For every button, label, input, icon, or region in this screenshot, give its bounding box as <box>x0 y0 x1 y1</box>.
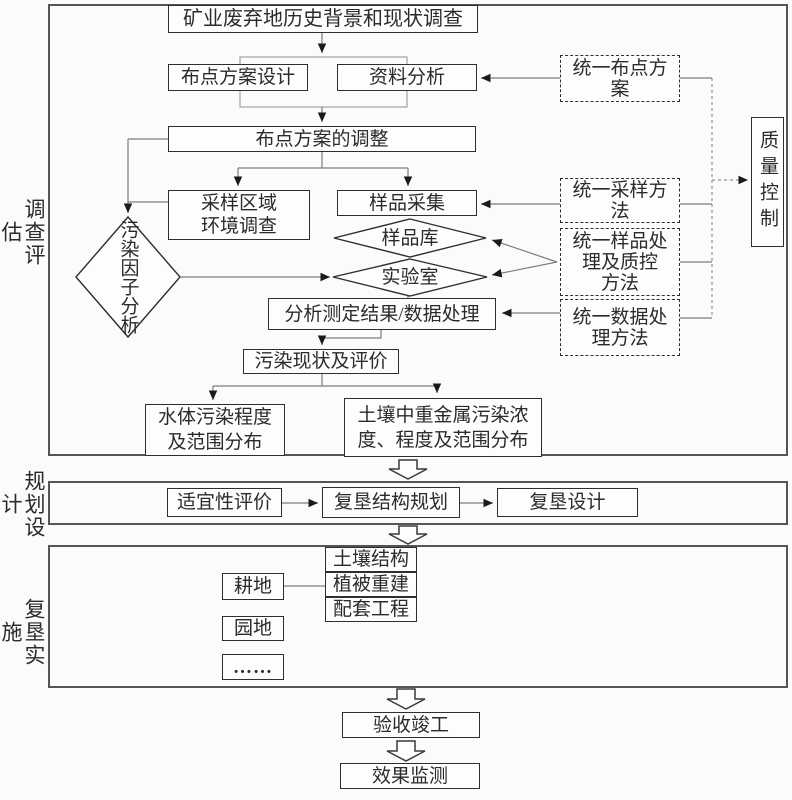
stage-arrow-2 <box>388 525 428 545</box>
node-pollution-factor-label: 污染因子分析 <box>117 220 139 334</box>
node-reclamation-structure-planning: 复垦结构规划 <box>322 487 460 518</box>
node-ellipsis: …… <box>222 654 284 680</box>
node-layout-design: 布点方案设计 <box>168 64 308 91</box>
label-survey-assessment: 调查评估 <box>0 197 46 267</box>
node-unified-sampling-method: 统一采样方 法 <box>560 178 680 223</box>
node-water-pollution: 水体污染程度 及范围分布 <box>145 404 285 456</box>
node-acceptance: 验收竣工 <box>342 712 480 738</box>
node-farmland: 耕地 <box>222 573 284 600</box>
node-unified-data-method: 统一数据处 理方法 <box>560 299 680 356</box>
laboratory-diamond <box>332 258 488 297</box>
node-reclamation-design: 复垦设计 <box>497 488 638 517</box>
node-garden: 园地 <box>222 616 284 641</box>
node-layout-adjustment: 布点方案的调整 <box>168 126 476 152</box>
section-reclamation-frame <box>48 545 788 688</box>
node-data-analysis: 资料分析 <box>337 64 477 91</box>
node-sample-bank-label: 样品库 <box>381 227 439 249</box>
node-soil-structure: 土壤结构 <box>325 547 417 572</box>
label-planning-design: 规划设计 <box>0 469 46 539</box>
node-sample-collection: 样品采集 <box>337 190 477 216</box>
node-soil-pollution: 土壤中重金属污染浓 度、程度及范围分布 <box>344 398 542 457</box>
node-effect-monitoring: 效果监测 <box>340 763 480 789</box>
node-supporting-works: 配套工程 <box>325 597 417 622</box>
node-suitability-evaluation: 适宜性评价 <box>167 488 282 517</box>
sample-bank-diamond <box>333 218 487 258</box>
label-reclamation-implementation: 复垦实施 <box>0 597 46 667</box>
node-quality-control: 质量控制 <box>751 117 784 247</box>
node-vegetation-rebuild: 植被重建 <box>325 572 417 597</box>
pollution-factor-diamond <box>75 215 181 339</box>
node-unified-sample-handling: 统一样品处 理及质控 方法 <box>560 228 680 296</box>
node-unified-layout-plan: 统一布点方 案 <box>560 55 680 102</box>
node-analysis-results: 分析测定结果/数据处理 <box>268 298 496 330</box>
stage-arrow-3 <box>386 688 426 710</box>
stage-arrow-1 <box>388 459 428 480</box>
section-planning-design-frame <box>48 481 788 525</box>
node-laboratory-label: 实验室 <box>381 266 439 288</box>
stage-arrow-4 <box>386 740 426 762</box>
node-sampling-region-survey: 采样区域 环境调查 <box>168 190 310 240</box>
node-pollution-status: 污染现状及评价 <box>243 349 399 374</box>
node-history-survey: 矿业废弃地历史背景和现状调查 <box>168 5 478 33</box>
